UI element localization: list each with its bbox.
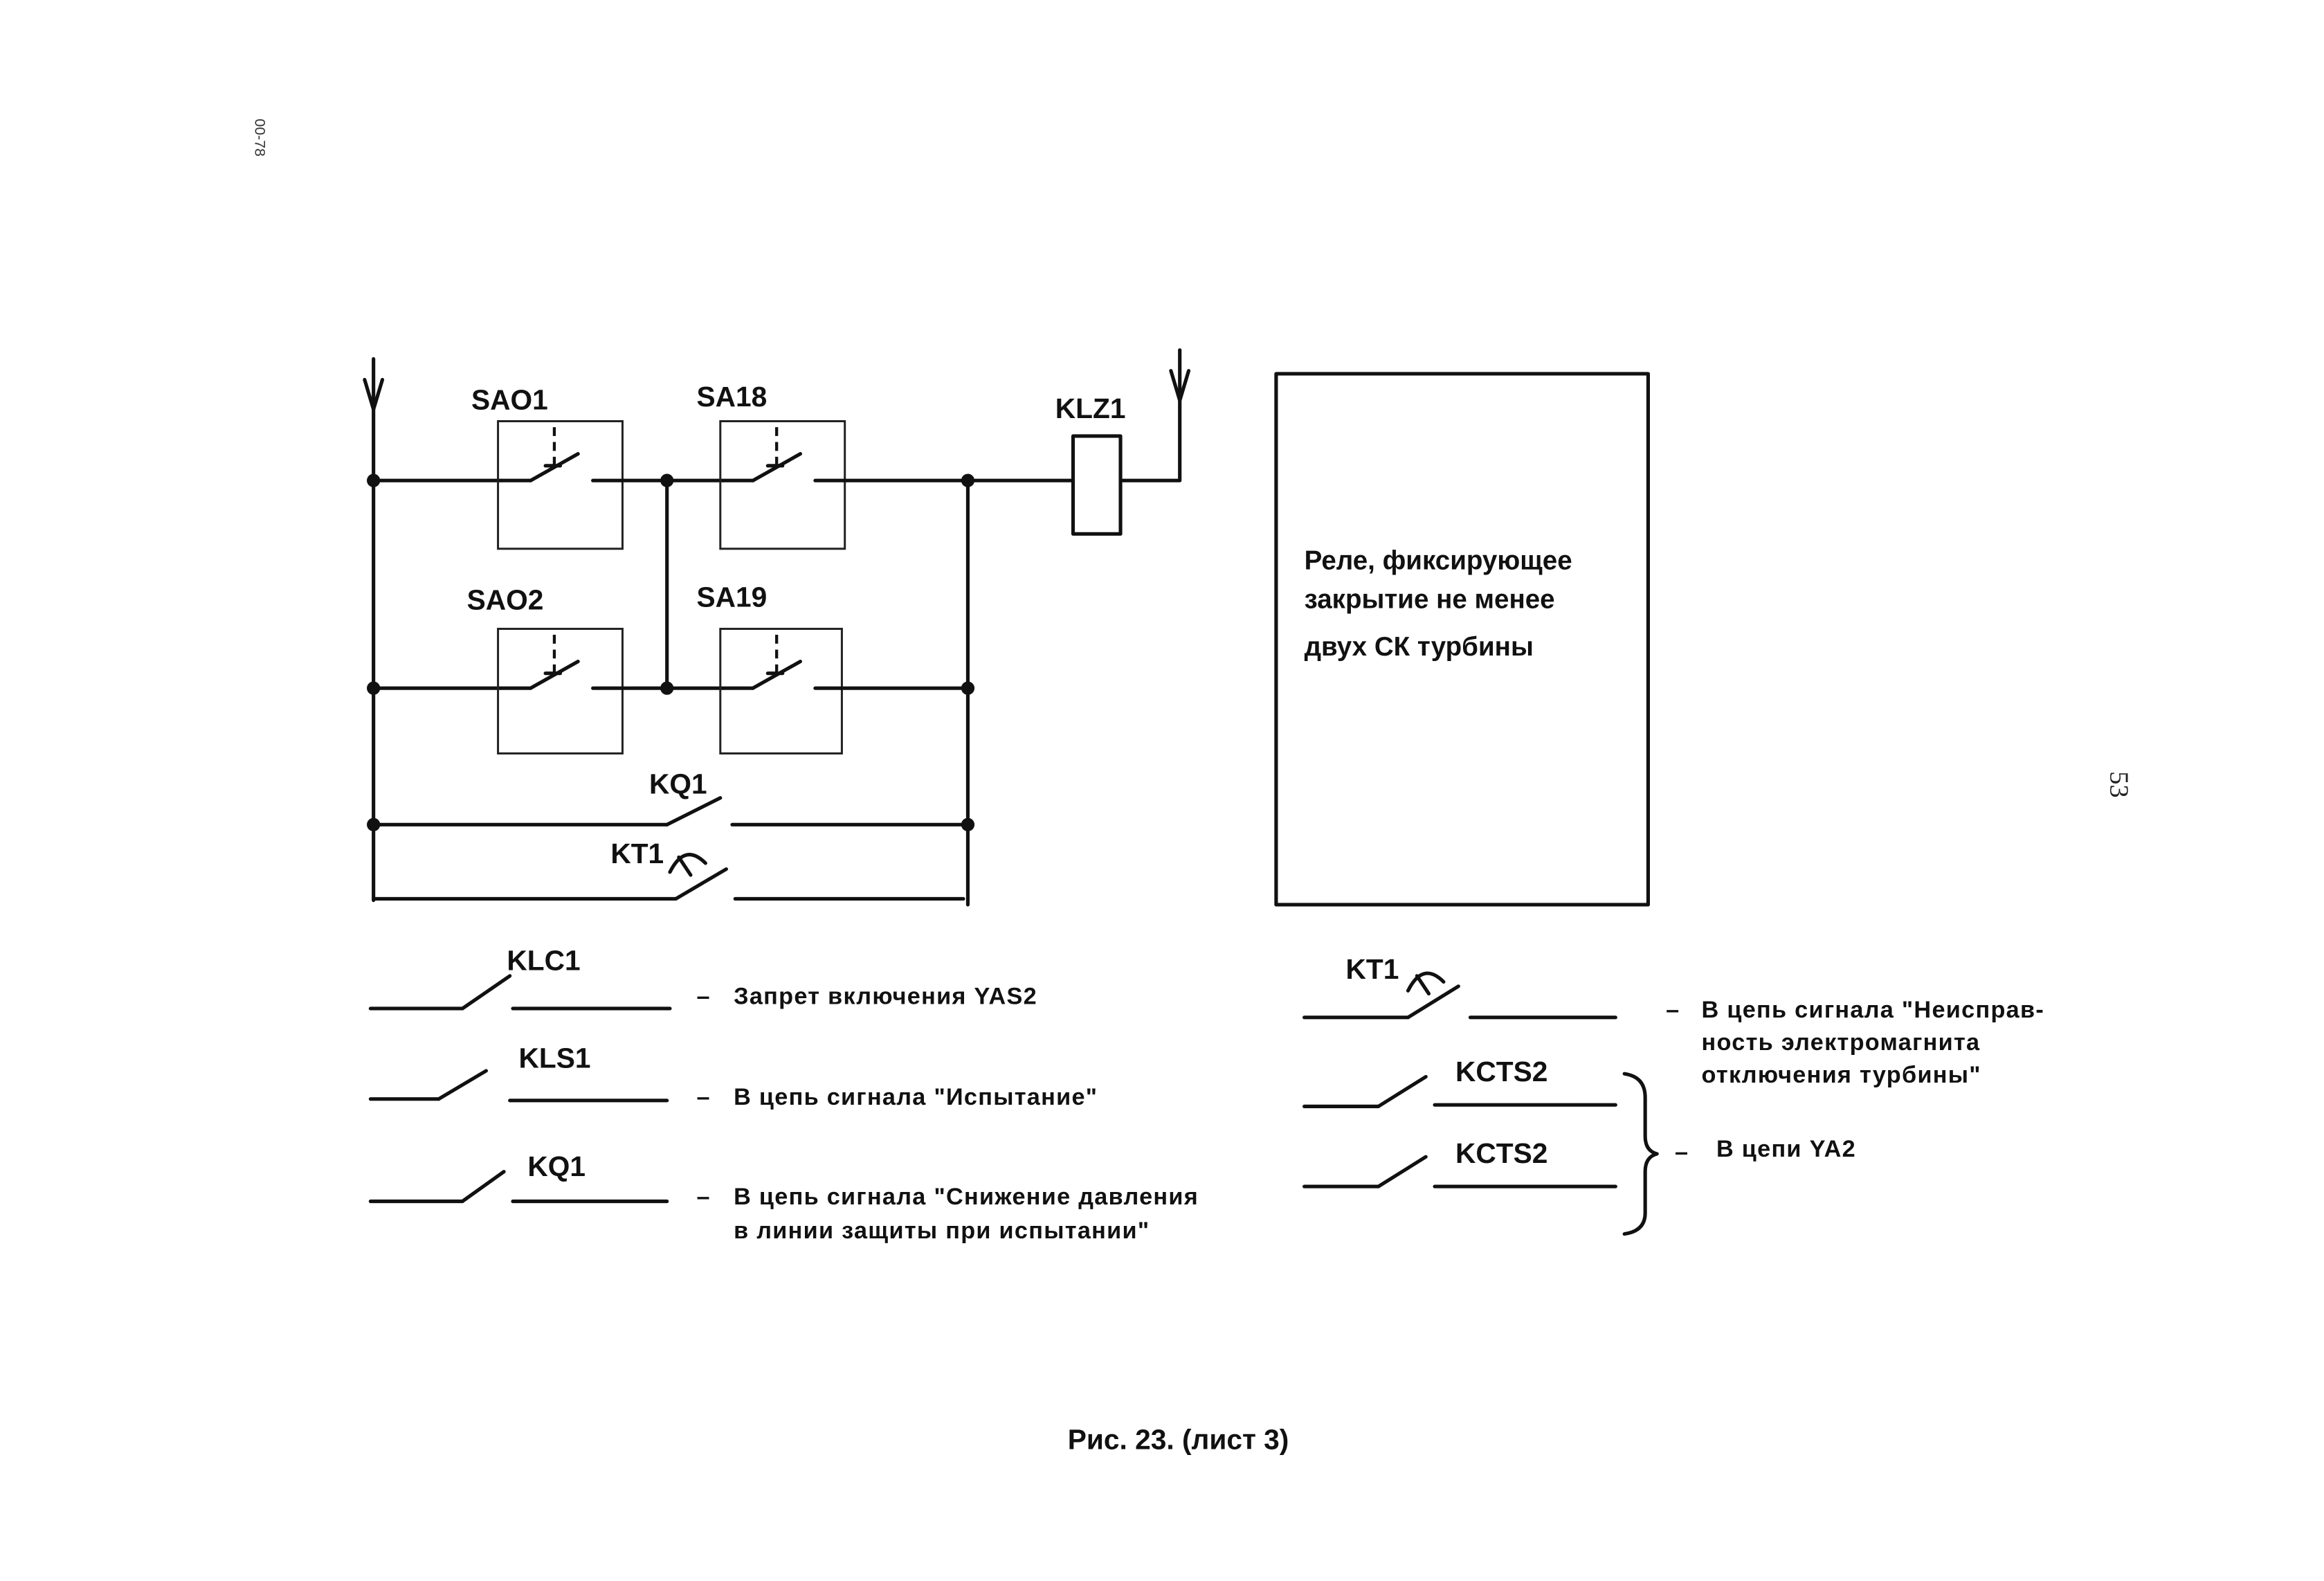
contact-kls1: KLS1 – В цепь сигнала "Испытание" [368, 1042, 1098, 1110]
label-sao1: SAO1 [471, 383, 548, 415]
switch-sao2 [497, 627, 625, 755]
relay-klz1 [1071, 434, 1123, 536]
contact-kq1-aux: KQ1 – В цепь сигнала "Снижение давления … [368, 1150, 1199, 1244]
kt1-aux-text2: ность электромагнита [1702, 1029, 1981, 1056]
label-klc1: KLC1 [507, 944, 580, 976]
brace-ya2: – В цепи YA2 [1622, 1072, 1856, 1236]
page-number: 53 [2105, 771, 2134, 798]
brace-dash: – [1675, 1139, 1689, 1165]
relay-return-wire [1118, 392, 1182, 482]
klc1-dash: – [697, 984, 711, 1010]
figure-caption: Рис. 23. (лист 3) [1068, 1423, 1289, 1455]
label-sa18: SA18 [697, 381, 768, 413]
contact-kt1-aux: KT1 – В цепь сигнала "Неисправ- ность эл… [1302, 953, 2045, 1088]
switch-sa19 [719, 627, 844, 755]
relay-description-box: Реле, фиксирующее закрытие не менее двух… [1274, 372, 1651, 907]
contact-kq1-main [372, 796, 970, 826]
sheet-code: 00-78 [251, 118, 268, 156]
supply-arrow-right [1169, 348, 1191, 403]
contact-klc1: KLC1 – Запрет включения YAS2 [368, 944, 1037, 1011]
junction-dots [367, 473, 975, 831]
kls1-dash: – [697, 1084, 711, 1110]
kt1-aux-text1: В цепь сигнала "Неисправ- [1702, 997, 2045, 1023]
label-kq1-aux: KQ1 [527, 1150, 585, 1182]
switch-sao1 [497, 419, 625, 550]
label-kt1-main: KT1 [610, 838, 664, 869]
main-circuit: SAO1 SA18 KLZ1 [363, 348, 1191, 907]
label-klz1: KLZ1 [1055, 392, 1126, 424]
label-sa19: SA19 [697, 581, 768, 613]
label-kls1: KLS1 [519, 1042, 591, 1074]
contact-kcts2-a: KCTS2 [1302, 1056, 1617, 1108]
kt1-aux-dash: – [1666, 997, 1680, 1023]
label-sao2: SAO2 [467, 584, 544, 616]
kq1-aux-text2: в линии защиты при испытании" [734, 1218, 1150, 1244]
supply-arrow-left [363, 356, 385, 411]
relay-box-line1: Реле, фиксирующее [1305, 546, 1572, 576]
label-kt1-aux: KT1 [1346, 953, 1399, 985]
label-kcts2-a: KCTS2 [1455, 1056, 1547, 1087]
kq1-aux-text1: В цепь сигнала "Снижение давления [734, 1184, 1199, 1210]
contact-kcts2-b: KCTS2 [1302, 1137, 1617, 1189]
relay-box-line3: двух СК турбины [1305, 632, 1534, 662]
switch-sa18 [719, 419, 847, 550]
label-kcts2-b: KCTS2 [1455, 1137, 1547, 1169]
kt1-aux-text3: отключения турбины" [1702, 1062, 1981, 1088]
kls1-text: В цепь сигнала "Испытание" [734, 1084, 1098, 1110]
kq1-aux-dash: – [697, 1184, 711, 1210]
relay-box-line2: закрытие не менее [1305, 584, 1555, 614]
klc1-text: Запрет включения YAS2 [734, 984, 1037, 1010]
label-kq1-main: KQ1 [649, 768, 707, 799]
brace-text: В цепи YA2 [1716, 1136, 1856, 1162]
contact-kt1-main [372, 853, 965, 901]
